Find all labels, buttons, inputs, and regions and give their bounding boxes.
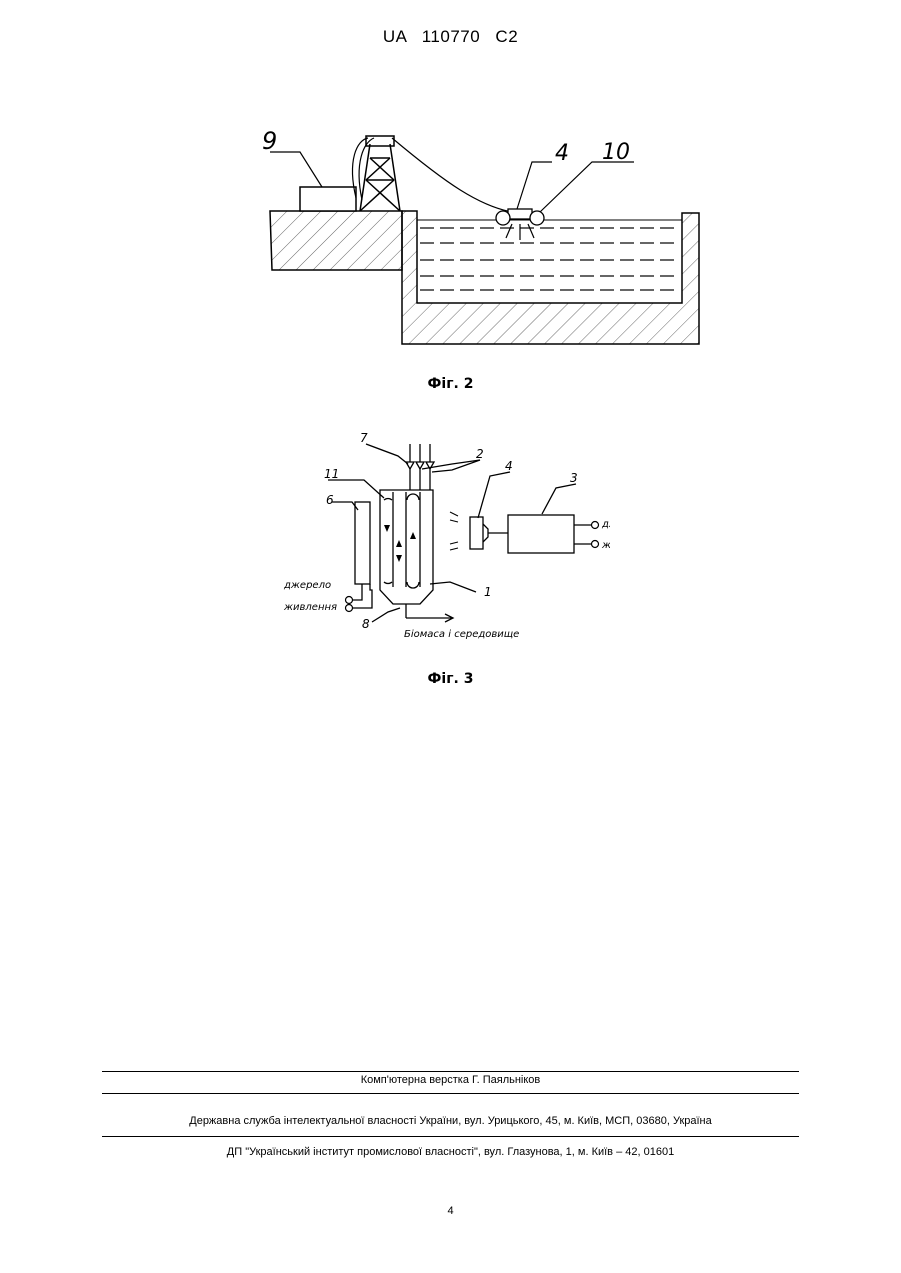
footer-divider-2 — [102, 1093, 799, 1094]
label-10: 10 — [602, 140, 630, 165]
agency-address: Державна служба інтелектуальної власност… — [0, 1115, 901, 1127]
figure-3-drawing: 7 2 11 6 4 3 1 8 джерело живлення джерел… — [280, 432, 610, 652]
figure-2-caption: Фіг. 2 — [0, 376, 901, 392]
fig3-label-4: 4 — [505, 459, 513, 473]
label-4: 4 — [555, 141, 569, 166]
fig3-label-1: 1 — [484, 585, 492, 599]
fig3-label-11: 11 — [324, 467, 339, 481]
fig3-label-3: 3 — [570, 471, 578, 485]
page-number: 4 — [0, 1205, 901, 1217]
outlet-label: Біомаса і середовище — [404, 628, 519, 640]
power-source-left-line1: джерело — [283, 580, 331, 591]
footer-divider-3 — [102, 1136, 799, 1137]
institute-address: ДП "Український інститут промислової вла… — [0, 1146, 901, 1158]
fig3-label-8: 8 — [362, 617, 370, 631]
figure-3-caption: Фіг. 3 — [0, 671, 901, 687]
label-9: 9 — [262, 127, 277, 155]
footer-divider-1 — [102, 1071, 799, 1072]
fig3-label-6: 6 — [326, 493, 334, 507]
power-source-left-line2: живлення — [283, 602, 337, 613]
figure-2-drawing: 9 4 10 — [262, 100, 712, 350]
power-source-right-line2: живлення — [601, 540, 610, 551]
typesetting-credit: Комп'ютерна верстка Г. Паяльніков — [0, 1074, 901, 1086]
patent-header: UA 110770 C2 — [0, 27, 901, 47]
fig3-label-7: 7 — [360, 432, 368, 445]
fig3-label-2: 2 — [476, 447, 484, 461]
power-source-right-line1: джерело — [601, 519, 610, 530]
